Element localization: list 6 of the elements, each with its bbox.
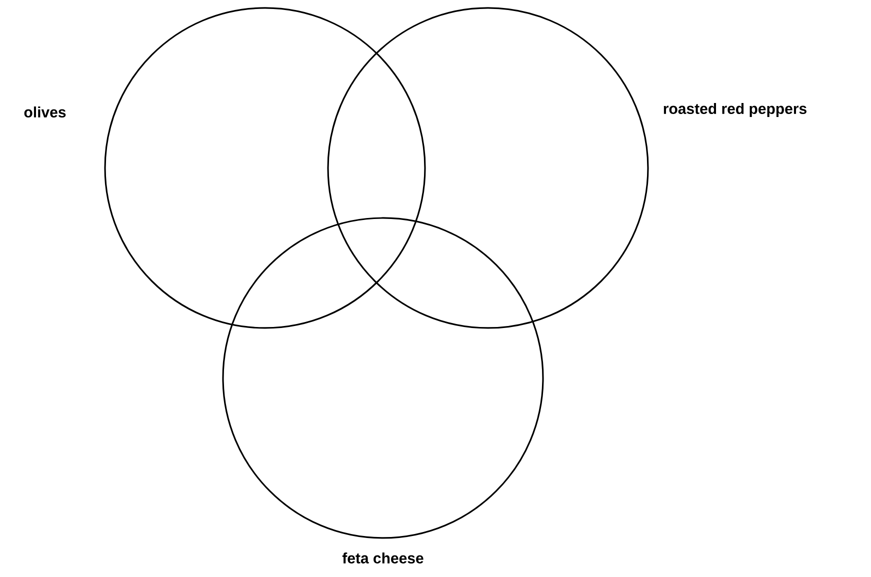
circle-label: feta cheese — [342, 552, 424, 564]
venn-circle — [104, 7, 426, 329]
circle-label: roasted red peppers — [664, 103, 806, 117]
venn-circle — [327, 7, 649, 329]
circle-label: olives — [24, 106, 66, 118]
venn-circle — [222, 217, 544, 539]
